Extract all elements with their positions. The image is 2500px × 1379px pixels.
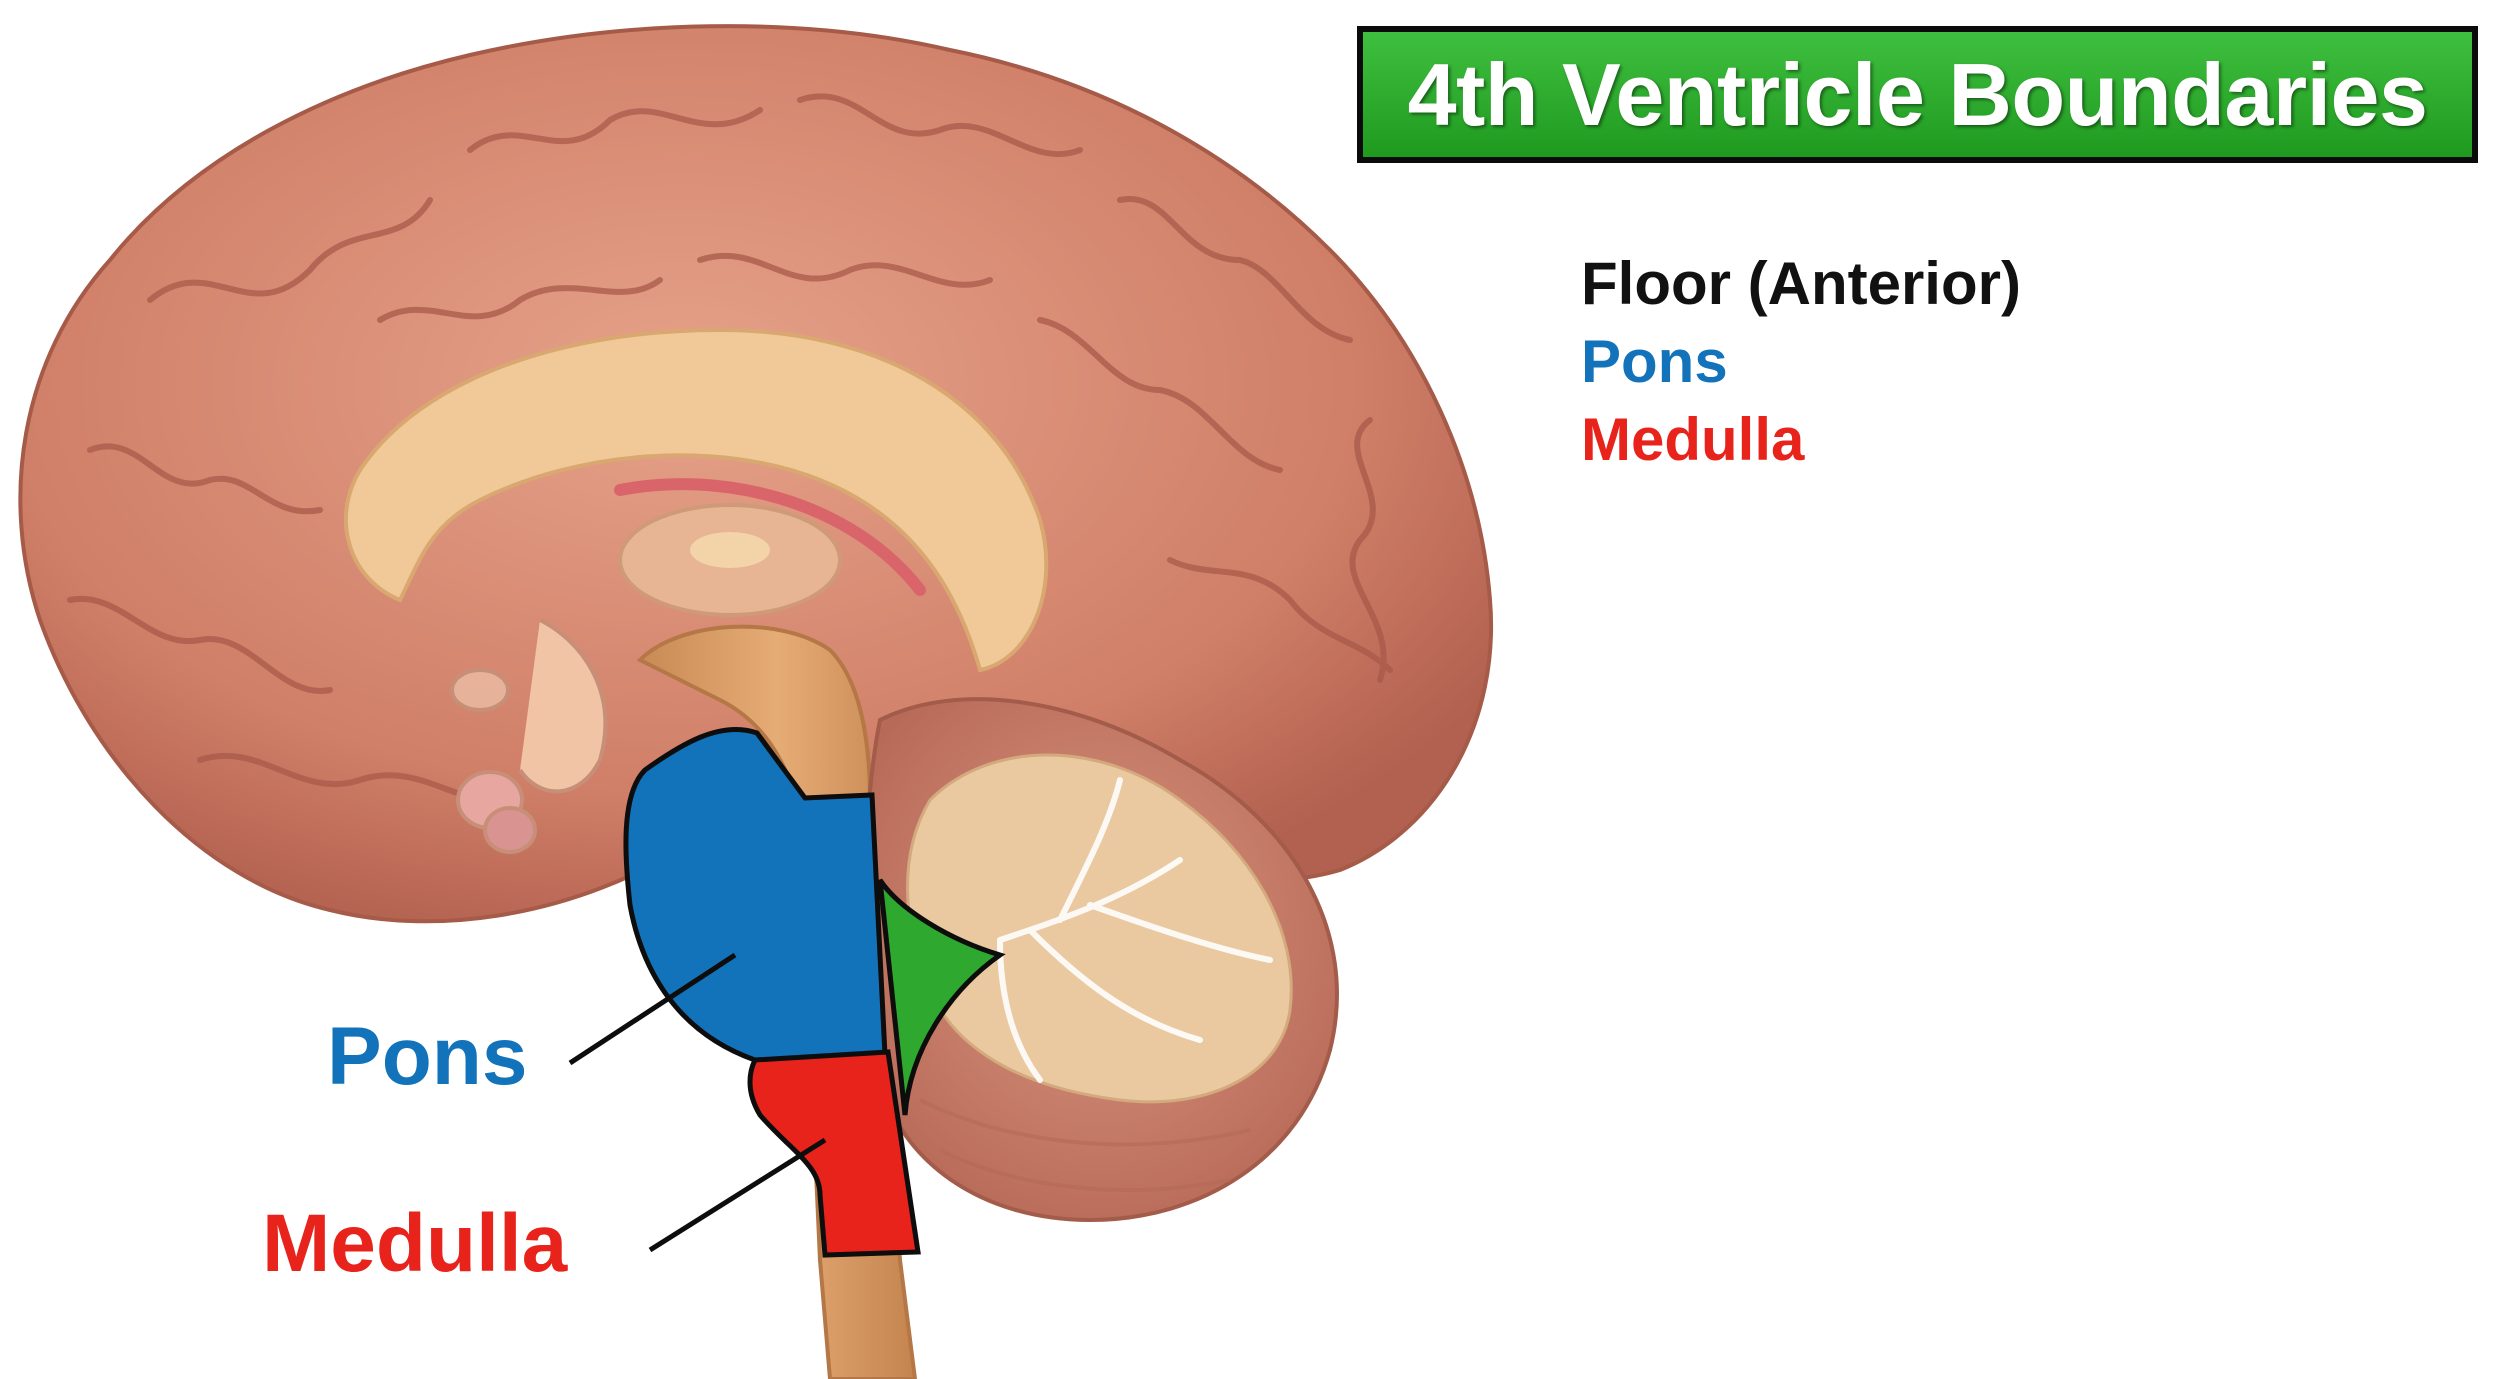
page-title: 4th Ventricle Boundaries <box>1407 44 2428 144</box>
pons-pointer-line <box>568 952 737 1066</box>
corpus-callosum <box>344 327 1049 673</box>
fourth-ventricle <box>877 878 1006 1116</box>
legend-item-pons: Pons <box>1581 328 1728 395</box>
medulla-label: Medulla <box>262 1198 568 1289</box>
sulci <box>67 93 1393 805</box>
pons-region <box>623 726 888 1063</box>
title-banner: 4th Ventricle Boundaries <box>1357 26 2478 163</box>
legend-item-medulla: Medulla <box>1581 406 1805 473</box>
pons-label: Pons <box>327 1011 528 1102</box>
legend: Floor (Anterior) Pons Medulla <box>1581 245 2021 479</box>
fornix <box>614 478 926 596</box>
medulla-pointer-line <box>648 1137 827 1253</box>
legend-heading: Floor (Anterior) <box>1581 250 2021 317</box>
hypothalamus-region <box>450 618 608 854</box>
medulla-region <box>747 1049 921 1258</box>
